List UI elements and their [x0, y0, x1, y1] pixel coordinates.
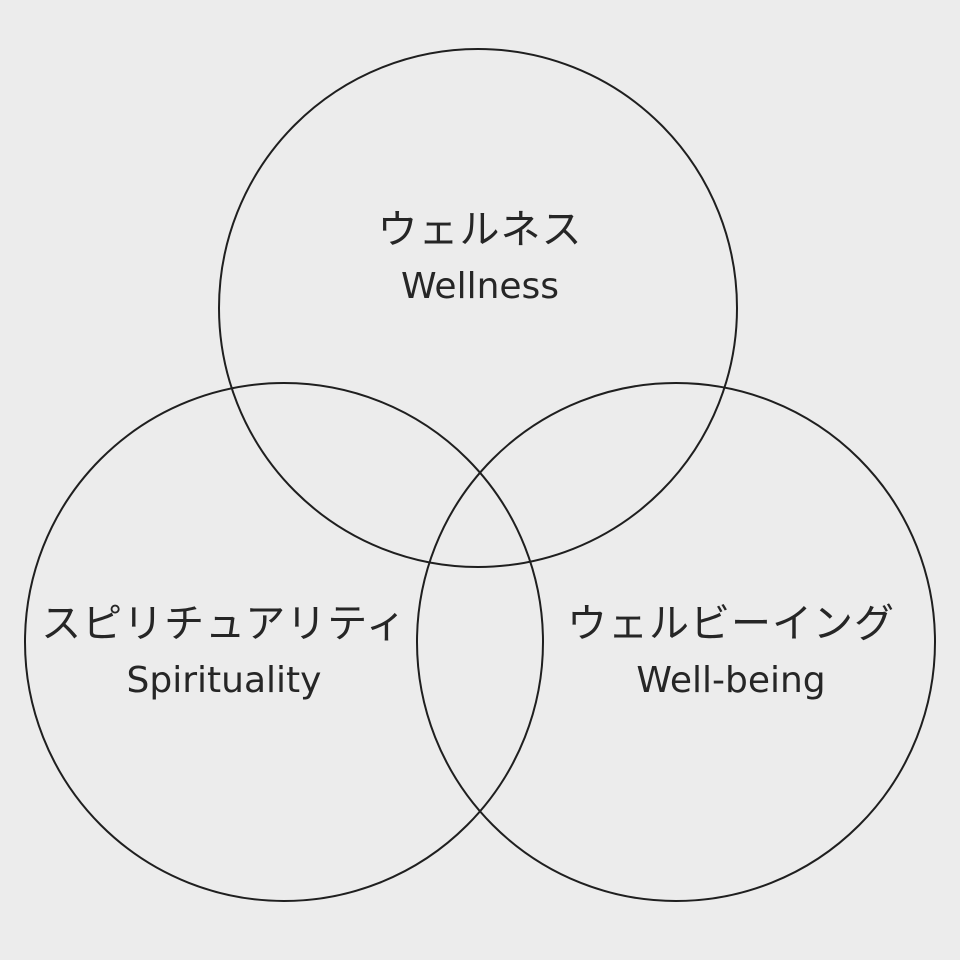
label-wellness-en: Wellness	[400, 266, 560, 307]
label-wellness: ウェルネス Wellness	[270, 206, 690, 310]
circle-wellness	[218, 48, 738, 568]
label-well-being-ja: ウェルビーイング	[567, 601, 895, 647]
label-well-being: ウェルビーイング Well-being	[521, 600, 941, 704]
circle-well-being	[416, 382, 936, 902]
label-spirituality-en: Spirituality	[126, 660, 322, 701]
label-wellness-ja: ウェルネス	[377, 207, 583, 253]
label-spirituality-ja: スピリチュアリティ	[41, 601, 407, 647]
label-spirituality: スピリチュアリティ Spirituality	[14, 600, 434, 704]
label-well-being-en: Well-being	[636, 660, 826, 701]
circle-spirituality	[24, 382, 544, 902]
